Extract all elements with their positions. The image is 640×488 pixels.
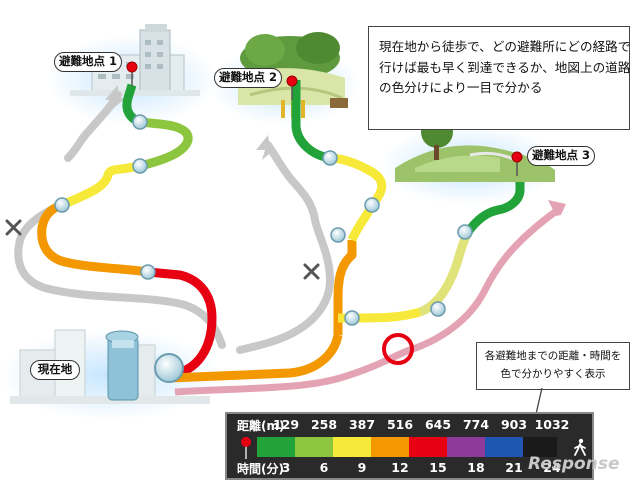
route-node <box>54 197 70 213</box>
legend-color-segment <box>295 437 333 457</box>
site3-label: 避難地点 3 <box>527 146 595 166</box>
legend-time-value: 3 <box>281 460 291 475</box>
start-pin-icon <box>241 437 251 459</box>
legend-time-value: 12 <box>391 460 409 475</box>
site1-building-illustration <box>70 24 200 96</box>
legend-distance-value: 903 <box>500 417 528 432</box>
legend-color-segment <box>333 437 371 457</box>
site3-pin <box>511 151 523 176</box>
route-node <box>132 158 148 174</box>
time-label: 時間(分) <box>237 462 284 476</box>
legend-color-segment <box>371 437 409 457</box>
x-mark-left <box>5 219 22 236</box>
site2-label: 避難地点 2 <box>214 68 282 88</box>
distance-label: 距離(m) <box>237 419 285 433</box>
pink-route-arrow <box>545 200 566 218</box>
watermark: Response <box>528 454 620 474</box>
legend-distance-value: 129 <box>272 417 300 432</box>
walking-person-icon <box>574 438 586 456</box>
gray-route-upper-left <box>64 91 122 162</box>
gray-route-arrow-2 <box>256 135 276 160</box>
gray-route-arrow-1 <box>105 85 126 110</box>
route-node <box>457 224 473 240</box>
legend-time-value: 9 <box>357 460 367 475</box>
site1-label: 避難地点 1 <box>54 52 122 72</box>
legend-time-value: 21 <box>505 460 523 475</box>
blocked-circle-marker <box>382 333 414 365</box>
description-line: 現在地から徒歩で、どの避難所にどの経路で <box>379 39 631 54</box>
route-node <box>132 114 148 130</box>
route-node <box>140 264 156 280</box>
description-box: 現在地から徒歩で、どの避難所にどの経路で 行けば最も早く到達できるか、地図上の道… <box>368 26 630 130</box>
x-mark-middle <box>303 263 320 280</box>
site2-pin <box>286 75 298 100</box>
legend-time-value: 15 <box>429 460 447 475</box>
route-node <box>364 197 380 213</box>
legend-distance-value: 387 <box>348 417 376 432</box>
route-node <box>322 150 338 166</box>
description-line: 行けば最も早く到達できるか、地図上の道路 <box>379 59 631 75</box>
legend-distance-value: 516 <box>386 417 414 432</box>
legend-color-segment <box>485 437 523 457</box>
current-location-buildings <box>10 329 210 404</box>
site1-pin <box>126 61 138 86</box>
legend-time-value: 6 <box>319 460 329 475</box>
callout-pointer <box>535 388 543 414</box>
description-line: の色分けにより一目で分かる <box>379 80 543 95</box>
legend-color-segment <box>257 437 295 457</box>
legend-color-segment <box>409 437 447 457</box>
legend-distance-value: 1032 <box>534 417 570 432</box>
legend-time-value: 18 <box>467 460 485 475</box>
route-node <box>344 310 360 326</box>
callout-line: 色で分かりやすく表示 <box>500 368 606 380</box>
legend-color-segment <box>447 437 485 457</box>
legend-distance-value: 774 <box>462 417 490 432</box>
legend-callout: 各避難地までの距離・時間を 色で分かりやすく表示 <box>476 342 630 390</box>
route-node <box>430 301 446 317</box>
callout-line: 各避難地までの距離・時間を <box>484 350 622 362</box>
legend-color-segment <box>523 437 557 457</box>
current-location-label: 現在地 <box>30 360 80 380</box>
legend-distance-value: 645 <box>424 417 452 432</box>
legend-distance-value: 258 <box>310 417 338 432</box>
gray-route-middle <box>236 141 334 354</box>
route-node <box>330 227 346 243</box>
gray-route-left <box>14 201 226 349</box>
current-location-node <box>154 353 184 383</box>
legend-time-value: 24 <box>543 460 561 475</box>
